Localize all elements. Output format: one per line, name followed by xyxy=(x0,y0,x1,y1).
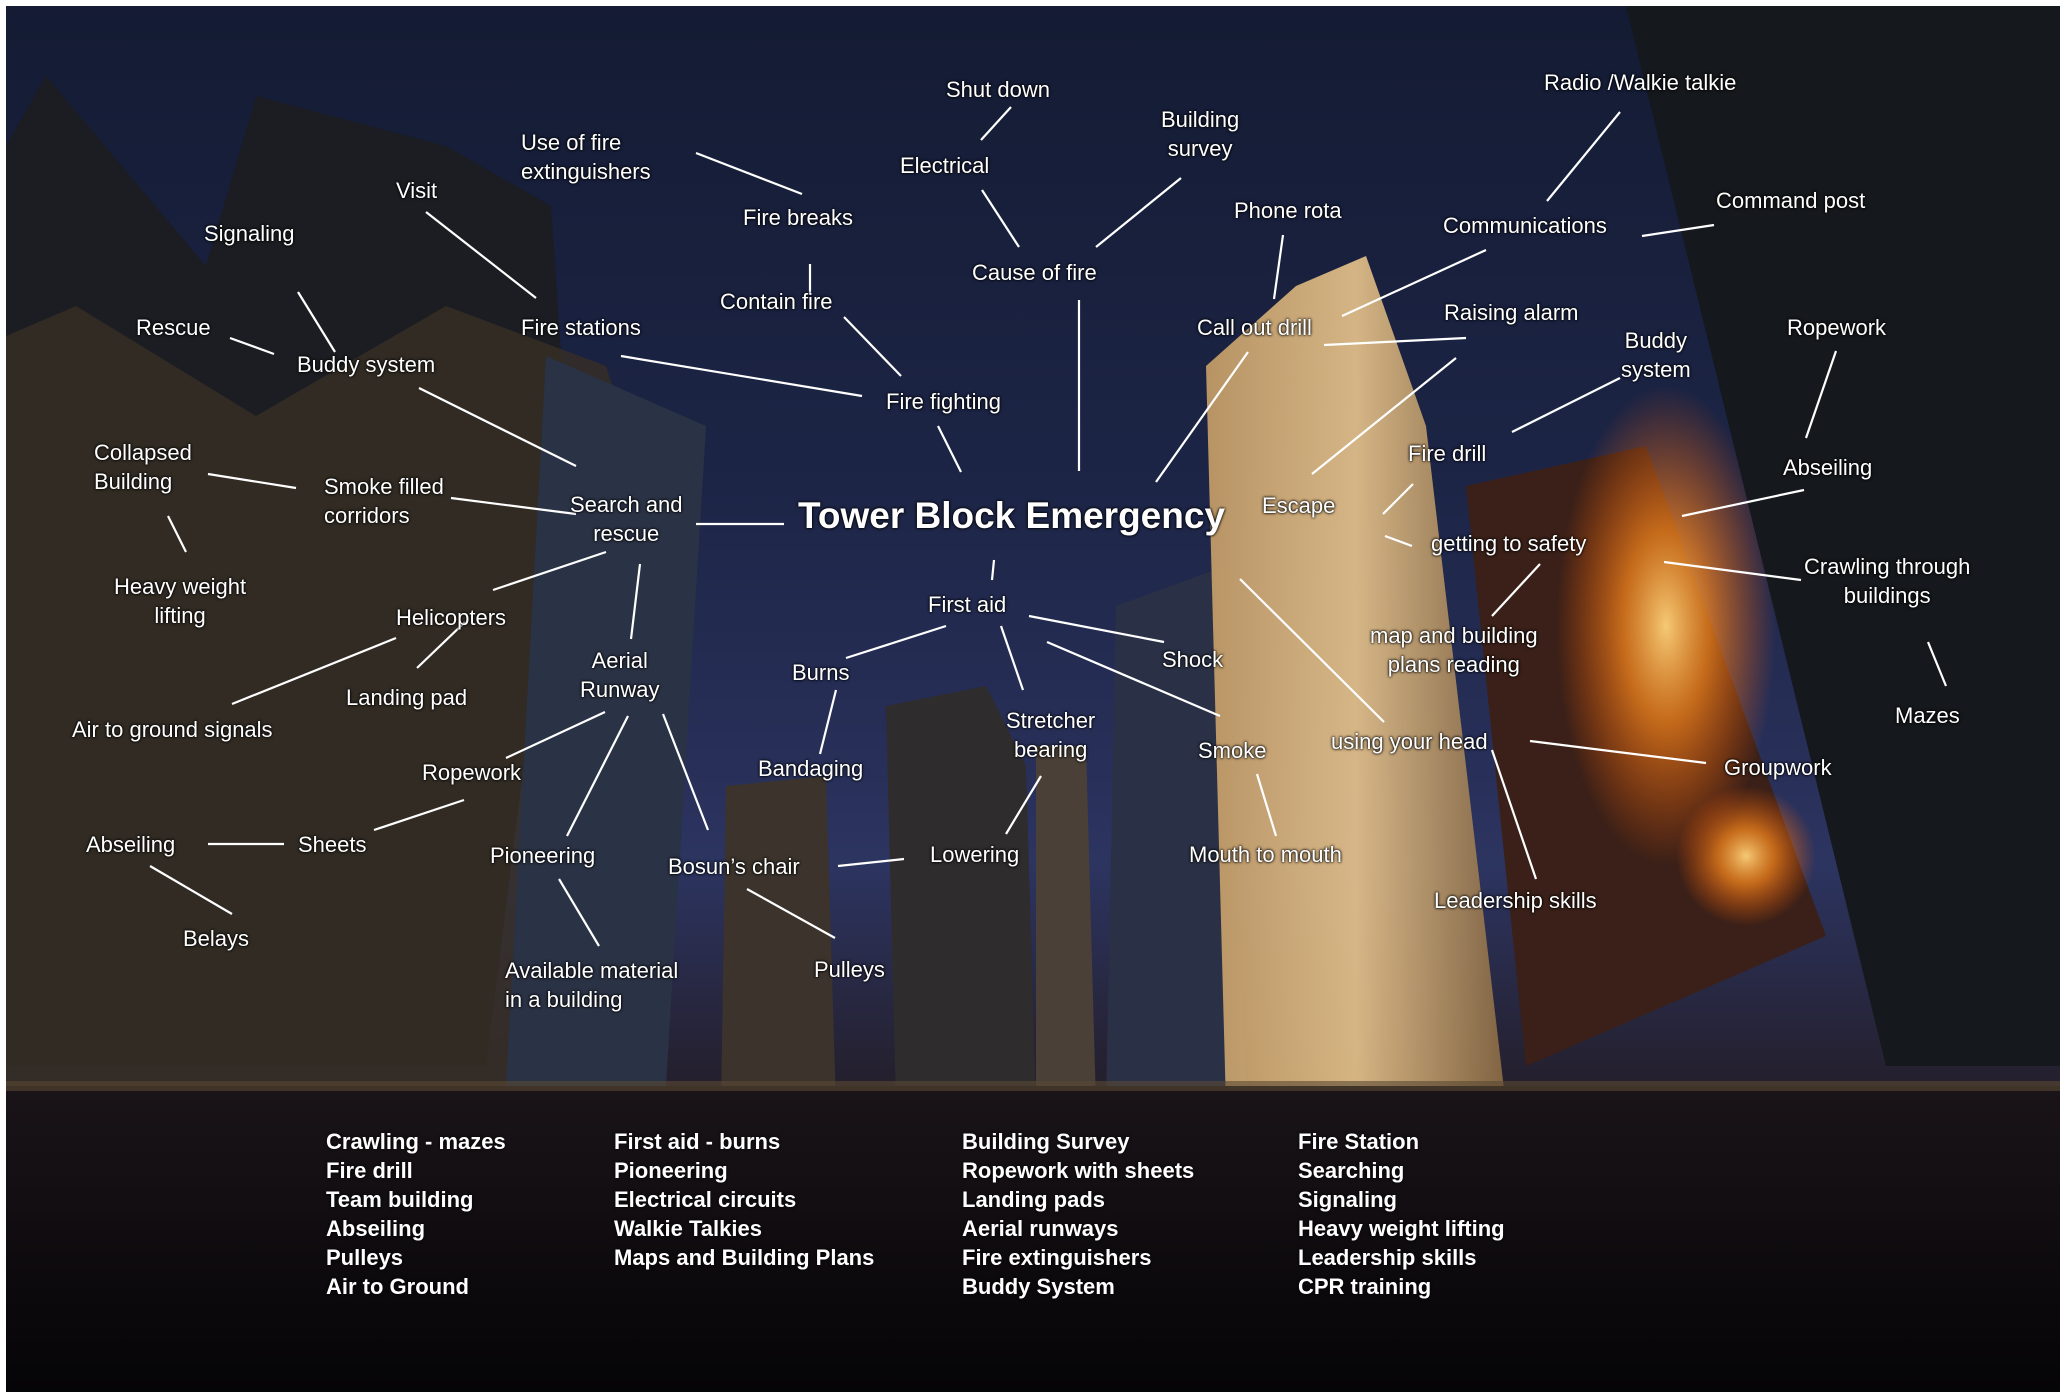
node-smoke: Smoke xyxy=(1198,738,1267,763)
node-getting-to-safety: getting to safety xyxy=(1431,531,1587,556)
tower-right-glass xyxy=(1106,566,1246,1106)
left-building-glass xyxy=(506,356,706,1086)
water-reflection xyxy=(6,1086,2060,1392)
node-use-of-fire-extinguishers: Use of fire extinguishers xyxy=(521,130,651,184)
node-buddy-system-left: Buddy system xyxy=(297,352,436,377)
node-air-to-ground-signals: Air to ground signals xyxy=(72,717,273,742)
node-buddy-system-right: Buddy system xyxy=(1621,328,1691,382)
notes-column-1: Crawling - mazes Fire drill Team buildin… xyxy=(326,1129,506,1299)
node-visit: Visit xyxy=(396,178,438,203)
node-abseiling-left: Abseiling xyxy=(86,832,176,857)
node-groupwork: Groupwork xyxy=(1724,755,1832,780)
node-communications: Communications xyxy=(1443,213,1607,238)
node-search-and-rescue: Search and rescue xyxy=(570,492,683,546)
node-helicopters: Helicopters xyxy=(396,605,507,630)
city-skyline-scene xyxy=(6,6,2060,1392)
node-leadership-skills: Leadership skills xyxy=(1434,888,1597,913)
node-shock: Shock xyxy=(1162,647,1224,672)
node-contain-fire: Contain fire xyxy=(720,289,833,314)
node-collapsed-building: Collapsed Building xyxy=(94,440,192,494)
node-fire-drill: Fire drill xyxy=(1408,441,1487,466)
node-bandaging: Bandaging xyxy=(758,756,864,781)
promenade-lights xyxy=(6,1081,2060,1091)
node-smoke-filled-corridors: Smoke filled corridors xyxy=(324,474,444,528)
right-dark-tower xyxy=(1626,6,2060,1066)
notes-column-4: Fire Station Searching Signaling Heavy w… xyxy=(1298,1129,1505,1299)
notes-column-2: First aid - burns Pioneering Electrical … xyxy=(614,1129,875,1270)
node-heavy-weight-lifting: Heavy weight lifting xyxy=(114,574,247,628)
node-fire-breaks: Fire breaks xyxy=(743,205,854,230)
node-signaling: Signaling xyxy=(204,221,295,246)
node-first-aid: First aid xyxy=(928,592,1007,617)
node-ropework-left: Ropework xyxy=(422,760,522,785)
node-pulleys: Pulleys xyxy=(814,957,885,982)
node-cause-of-fire: Cause of fire xyxy=(972,260,1097,285)
node-command-post: Command post xyxy=(1716,188,1866,213)
node-raising-alarm: Raising alarm xyxy=(1444,300,1579,325)
fire-flames xyxy=(1556,386,1776,866)
node-crawling-through-buildings: Crawling through buildings xyxy=(1804,554,1971,608)
node-burns: Burns xyxy=(792,660,850,685)
node-call-out-drill: Call out drill xyxy=(1197,315,1312,340)
node-building-survey: Building survey xyxy=(1161,107,1240,161)
node-phone-rota: Phone rota xyxy=(1234,198,1342,223)
tower-gold xyxy=(1206,256,1506,1106)
node-stretcher-bearing: Stretcher bearing xyxy=(1006,708,1096,762)
node-escape: Escape xyxy=(1262,493,1336,518)
node-belays: Belays xyxy=(183,926,250,951)
node-using-your-head: using your head xyxy=(1331,729,1488,754)
node-mouth-to-mouth: Mouth to mouth xyxy=(1189,842,1342,867)
mid-tower-2 xyxy=(886,686,1036,1106)
node-fire-fighting: Fire fighting xyxy=(886,389,1001,414)
node-electrical: Electrical xyxy=(900,153,990,178)
photo-background: Tower Block Emergency Search and rescue … xyxy=(6,6,2060,1392)
node-aerial-runway: Aerial Runway xyxy=(580,648,660,702)
node-map-and-building-plans: map and building plans reading xyxy=(1370,623,1538,677)
node-lowering: Lowering xyxy=(930,842,1020,867)
node-mazes: Mazes xyxy=(1895,703,1960,728)
node-ropework-right: Ropework xyxy=(1787,315,1887,340)
fire-flames-lower xyxy=(1676,786,1816,926)
node-landing-pad: Landing pad xyxy=(346,685,468,710)
node-shut-down: Shut down xyxy=(946,77,1050,102)
node-radio-walkie-talkie: Radio /Walkie talkie xyxy=(1544,70,1737,95)
notes-column-3: Building Survey Ropework with sheets Lan… xyxy=(962,1129,1195,1299)
mid-tower-1 xyxy=(721,776,836,1106)
node-available-material: Available material in a building xyxy=(505,958,679,1012)
central-topic: Tower Block Emergency xyxy=(798,495,1226,536)
node-rescue: Rescue xyxy=(136,315,211,340)
connector-lines xyxy=(149,106,1948,947)
node-fire-stations: Fire stations xyxy=(521,315,641,340)
node-bosuns-chair: Bosun’s chair xyxy=(668,854,800,879)
node-pioneering: Pioneering xyxy=(490,843,596,868)
mid-tower-3 xyxy=(1036,746,1096,1106)
node-abseiling-right: Abseiling xyxy=(1783,455,1873,480)
left-tower-lit xyxy=(6,306,656,1086)
node-sheets: Sheets xyxy=(298,832,367,857)
